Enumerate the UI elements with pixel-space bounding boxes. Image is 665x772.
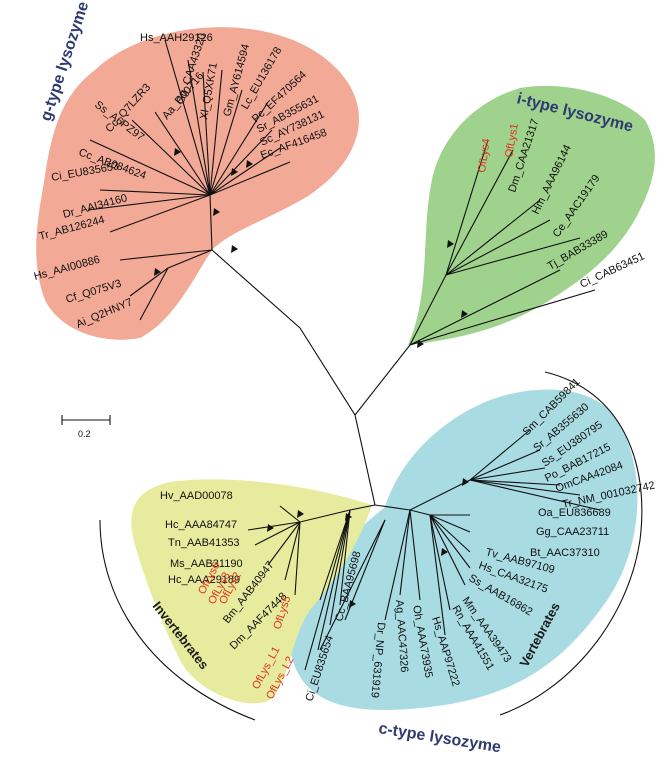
leaf-label: Tn_AAB41353 (168, 537, 240, 549)
i-type-branches (409, 139, 596, 346)
leaf-label: OfLys4 (476, 138, 493, 174)
leaf-label: Gg_CAA23711 (536, 526, 609, 538)
vertebrates-arc (499, 371, 643, 716)
i-type-clade-region (408, 85, 655, 346)
leaf-label: Hc_AAA29189 (168, 574, 240, 586)
leaf-label: OfLys1 (503, 123, 521, 159)
scale-bar-label: 0.2 (78, 429, 91, 439)
leaf-label: Bt_AAC37310 (530, 547, 600, 559)
g-type-branches (87, 39, 291, 321)
leaf-label: Hv_AAD00078 (160, 490, 233, 502)
invertebrate-clade-region (131, 479, 372, 704)
c-type-clade-region (289, 389, 638, 710)
leaf-label: Hs_AAH29126 (140, 32, 213, 44)
scale-bar: 0.2 (61, 415, 111, 439)
leaf-label: Hc_AAA84747 (165, 519, 237, 531)
c-type-title: c-type lysozyme (377, 720, 502, 756)
bootstrap-markers (154, 148, 469, 608)
leaf-label: Oa_EU836689 (538, 507, 611, 519)
tree-backbone (211, 249, 411, 511)
leaf-label: Ag_AAC47326 (393, 599, 410, 672)
invertebrate-branches (247, 505, 351, 671)
invertebrates-arc (99, 519, 256, 721)
leaf-label: Ms_AAB31190 (170, 558, 243, 570)
c-type-branches (319, 429, 601, 651)
